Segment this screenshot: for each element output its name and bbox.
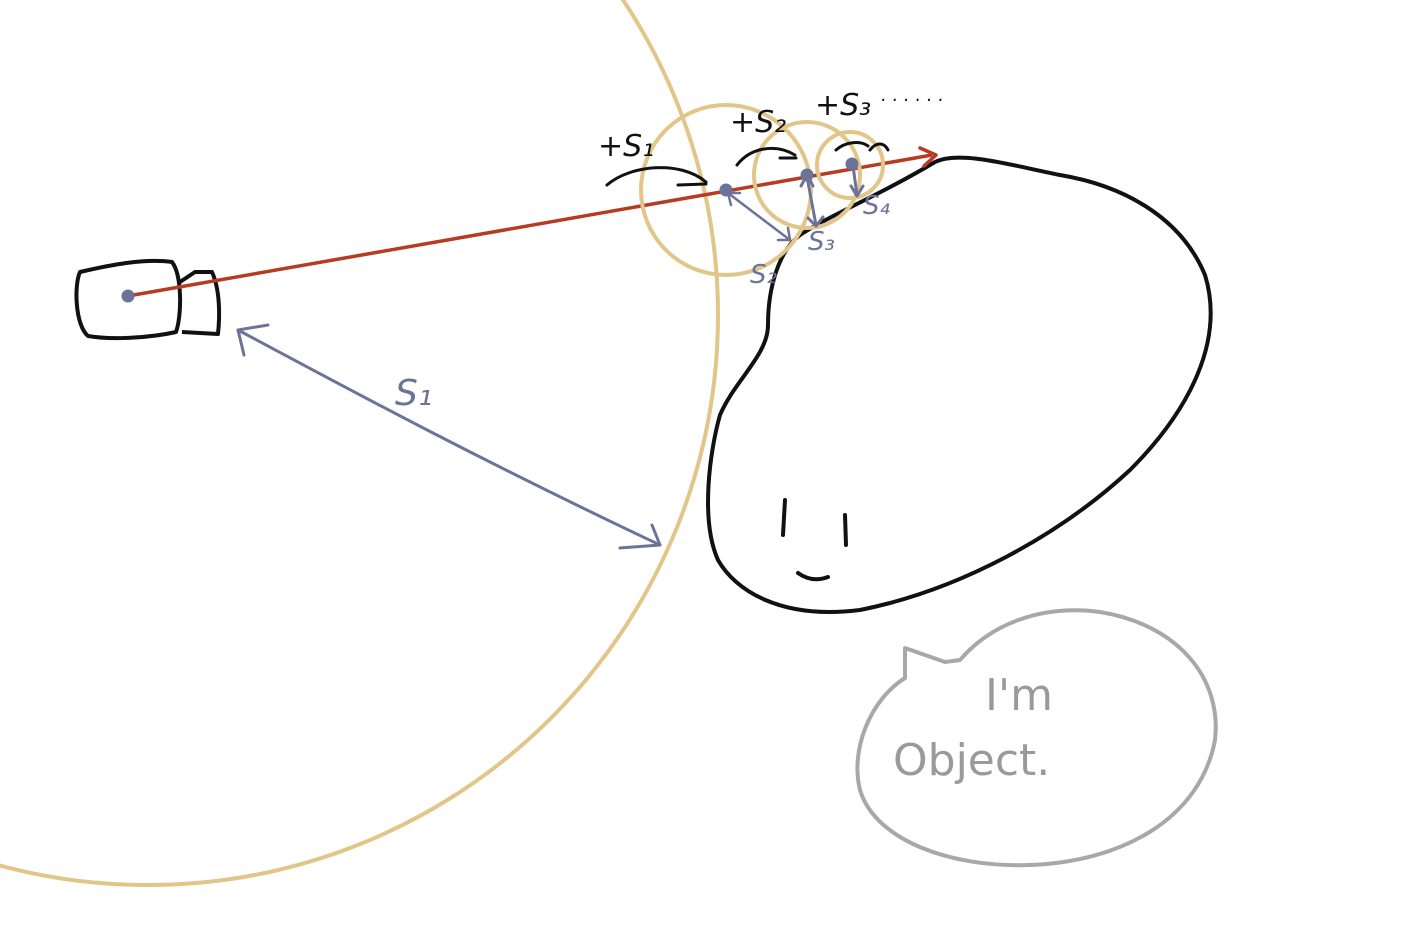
object-shape: [706, 155, 1213, 614]
label-plus-s3: +S₃: [815, 88, 871, 123]
sphere-step-2: [639, 103, 813, 277]
sphere-step-1: [0, 0, 720, 887]
label-plus-s2: +S₂: [730, 105, 786, 140]
label-s3: S₃: [808, 227, 835, 257]
label-s1-distance: S₁: [395, 373, 432, 414]
distance-arrow-s1: [236, 323, 662, 550]
ray: [127, 146, 938, 298]
speech-bubble: [855, 608, 1218, 868]
camera-origin-point: [121, 289, 135, 303]
bubble-line-1: I'm: [985, 670, 1053, 721]
sample-point-4: [845, 157, 859, 171]
label-s2: S₂: [750, 260, 777, 290]
step-curves: [605, 141, 890, 187]
distance-arrow-s3: [799, 173, 825, 228]
object-eye-left: [781, 498, 787, 537]
sphere-step-3: [752, 120, 862, 230]
object-mouth: [796, 571, 830, 582]
distance-arrow-s4: [849, 164, 865, 198]
object-eye-right: [843, 513, 848, 547]
label-s4: S₄: [863, 191, 891, 221]
sphere-step-4: [815, 130, 885, 200]
label-ellipsis: · · · · · ·: [880, 90, 943, 111]
distance-arrow-s2: [726, 191, 792, 242]
bubble-line-2: Object.: [893, 735, 1050, 786]
camera-icon: [74, 258, 222, 341]
label-plus-s1: +S₁: [598, 129, 654, 164]
